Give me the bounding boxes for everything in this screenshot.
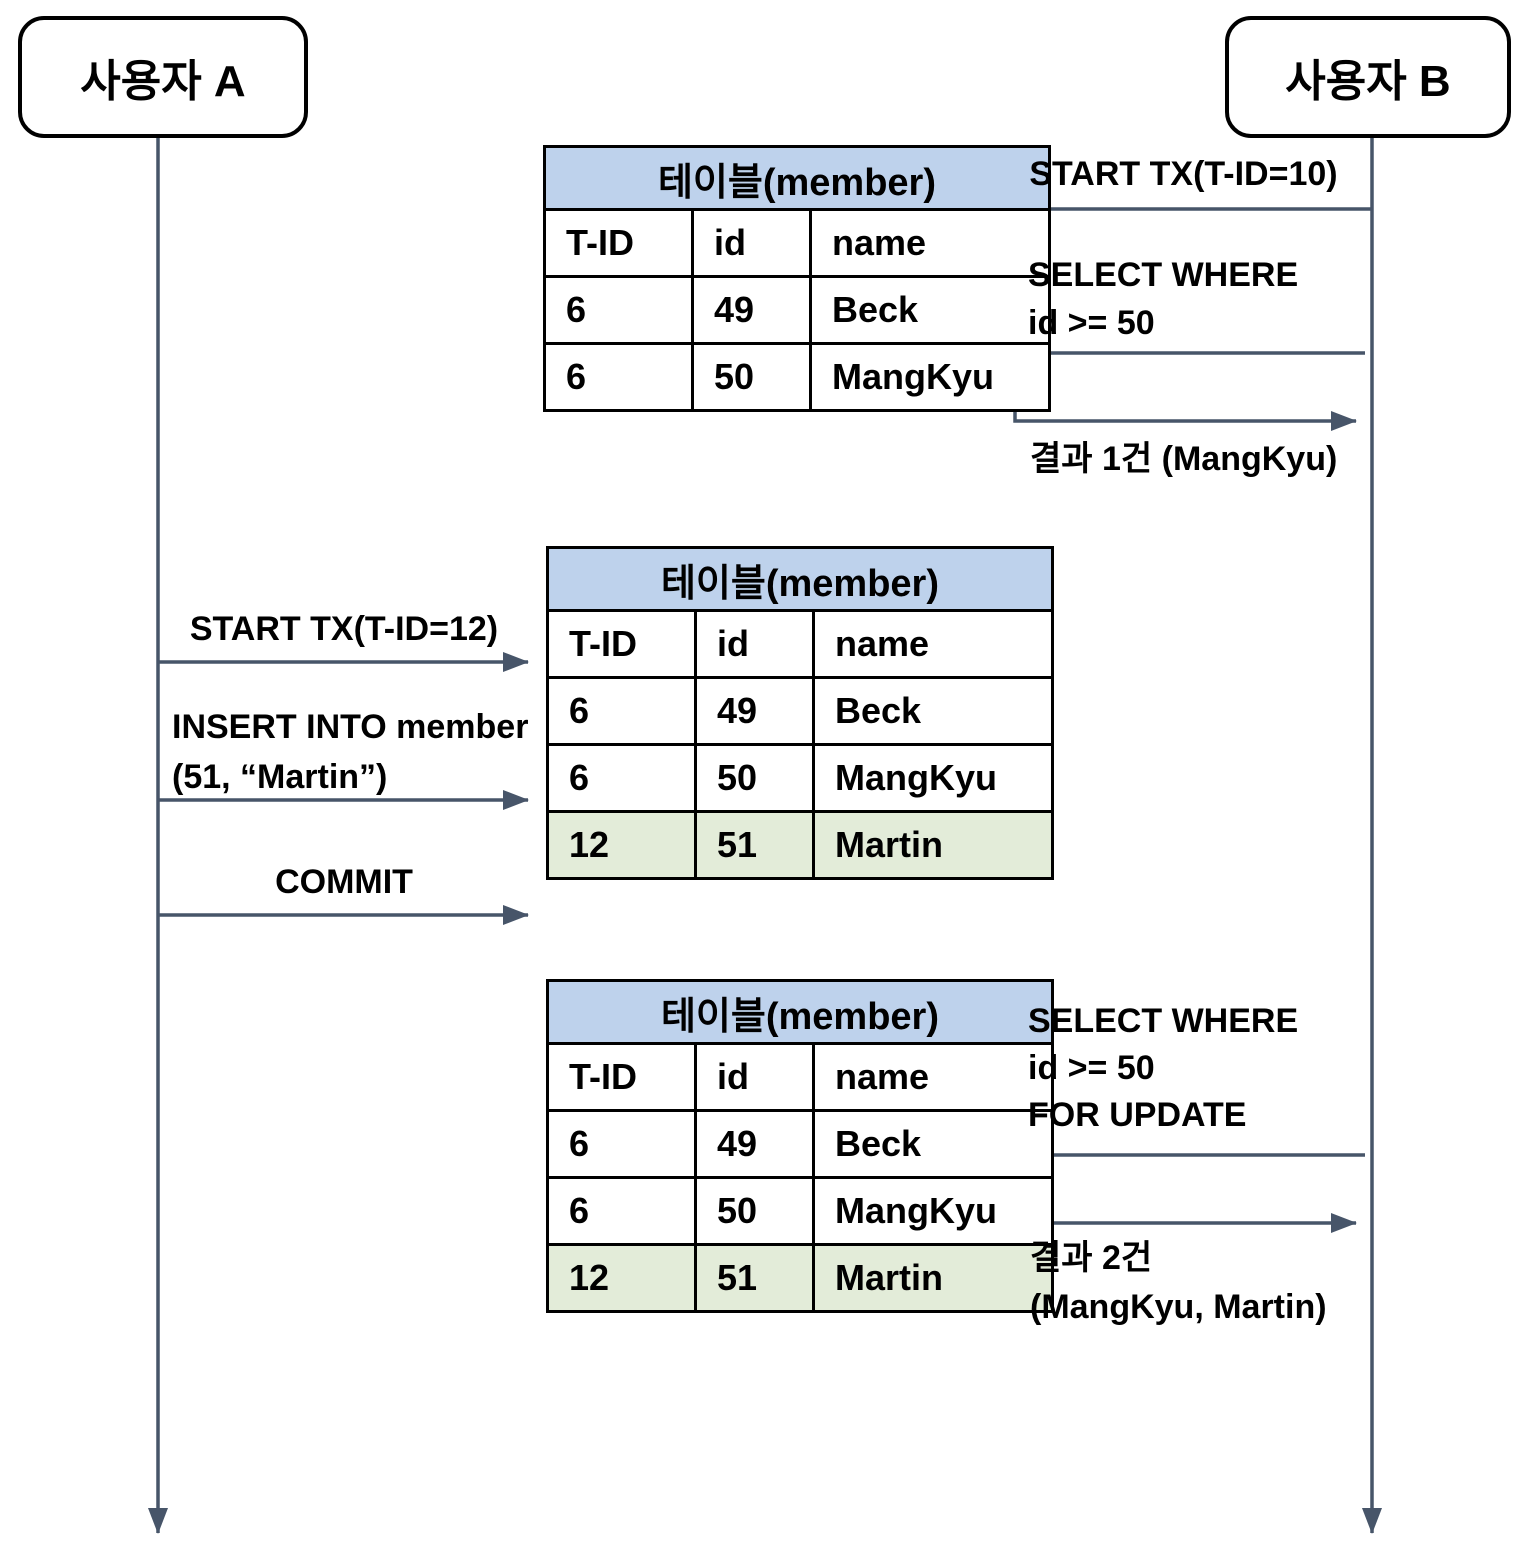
column-header-row: T-ID id name	[546, 1042, 1054, 1112]
table-row: 6 50 MangKyu	[546, 743, 1054, 813]
cell-name: MangKyu	[812, 743, 1054, 813]
cell-id: 49	[694, 1109, 815, 1179]
table-row: 6 49 Beck	[546, 676, 1054, 746]
cell-tid: 6	[543, 275, 694, 345]
cell-name: Martin	[812, 1243, 1054, 1313]
column-header-tid: T-ID	[546, 1042, 697, 1112]
column-header-id: id	[694, 1042, 815, 1112]
arrow-select-1-self-call	[1013, 351, 1365, 431]
table-row: 6 49 Beck	[546, 1109, 1054, 1179]
message-line: SELECT WHERE	[1028, 1002, 1299, 1040]
cell-name: Martin	[812, 810, 1054, 880]
table-row: 6 50 MangKyu	[543, 342, 1051, 412]
message-commit: COMMIT	[275, 863, 413, 901]
cell-tid: 6	[546, 676, 697, 746]
cell-id: 51	[694, 810, 815, 880]
member-table-snapshot-1: 테이블(member) T-ID id name 6 49 Beck 6 50 …	[543, 145, 1051, 412]
message-start-tx-12: START TX(T-ID=12)	[189, 610, 499, 648]
message-line: id >= 50	[1028, 304, 1155, 342]
message-line: (MangKyu, Martin)	[1030, 1288, 1327, 1326]
member-table-snapshot-2: 테이블(member) T-ID id name 6 49 Beck 6 50 …	[546, 546, 1054, 880]
cell-tid: 6	[546, 1176, 697, 1246]
cell-name: Beck	[812, 1109, 1054, 1179]
arrow-select-2-self-call	[1013, 1153, 1365, 1233]
table-row: 6 49 Beck	[543, 275, 1051, 345]
message-start-tx-10: START TX(T-ID=10)	[1029, 155, 1338, 193]
table-title-row: 테이블(member)	[546, 546, 1054, 612]
table-title-row: 테이블(member)	[543, 145, 1051, 211]
cell-name: Beck	[809, 275, 1051, 345]
column-header-name: name	[809, 208, 1051, 278]
cell-tid: 12	[546, 810, 697, 880]
table-row-inserted-highlight: 12 51 Martin	[546, 1243, 1054, 1313]
column-header-id: id	[694, 609, 815, 679]
cell-tid: 6	[546, 743, 697, 813]
cell-tid: 6	[546, 1109, 697, 1179]
table-title: 테이블(member)	[546, 979, 1054, 1045]
cell-tid: 12	[546, 1243, 697, 1313]
column-header-row: T-ID id name	[546, 609, 1054, 679]
actor-user-a: 사용자 A	[18, 16, 308, 138]
message-select-for-update: SELECT WHERE id >= 50 FOR UPDATE	[1028, 998, 1298, 1139]
message-line: id >= 50	[1028, 1049, 1155, 1087]
cell-id: 51	[694, 1243, 815, 1313]
message-line: (51, “Martin”)	[172, 758, 388, 796]
column-header-row: T-ID id name	[543, 208, 1051, 278]
table-title-row: 테이블(member)	[546, 979, 1054, 1045]
column-header-tid: T-ID	[546, 609, 697, 679]
message-result-2: 결과 2건 (MangKyu, Martin)	[1030, 1234, 1327, 1332]
message-line: 결과 2건	[1030, 1239, 1153, 1277]
cell-name: MangKyu	[812, 1176, 1054, 1246]
message-line: INSERT INTO member	[172, 708, 529, 746]
column-header-id: id	[691, 208, 812, 278]
message-line: SELECT WHERE	[1028, 256, 1299, 294]
cell-name: Beck	[812, 676, 1054, 746]
message-insert-into-member: INSERT INTO member (51, “Martin”)	[172, 702, 528, 802]
message-result-1: 결과 1건 (MangKyu)	[1030, 440, 1338, 478]
cell-name: MangKyu	[809, 342, 1051, 412]
table-row-inserted-highlight: 12 51 Martin	[546, 810, 1054, 880]
cell-id: 49	[694, 676, 815, 746]
table-title: 테이블(member)	[546, 546, 1054, 612]
cell-tid: 6	[543, 342, 694, 412]
column-header-tid: T-ID	[543, 208, 694, 278]
column-header-name: name	[812, 1042, 1054, 1112]
cell-id: 49	[691, 275, 812, 345]
table-row: 6 50 MangKyu	[546, 1176, 1054, 1246]
cell-id: 50	[694, 743, 815, 813]
cell-id: 50	[694, 1176, 815, 1246]
column-header-name: name	[812, 609, 1054, 679]
cell-id: 50	[691, 342, 812, 412]
message-select-where-1: SELECT WHERE id >= 50	[1028, 251, 1298, 347]
actor-user-b: 사용자 B	[1225, 16, 1511, 138]
table-title: 테이블(member)	[543, 145, 1051, 211]
message-line: FOR UPDATE	[1028, 1096, 1247, 1134]
member-table-snapshot-3: 테이블(member) T-ID id name 6 49 Beck 6 50 …	[546, 979, 1054, 1313]
